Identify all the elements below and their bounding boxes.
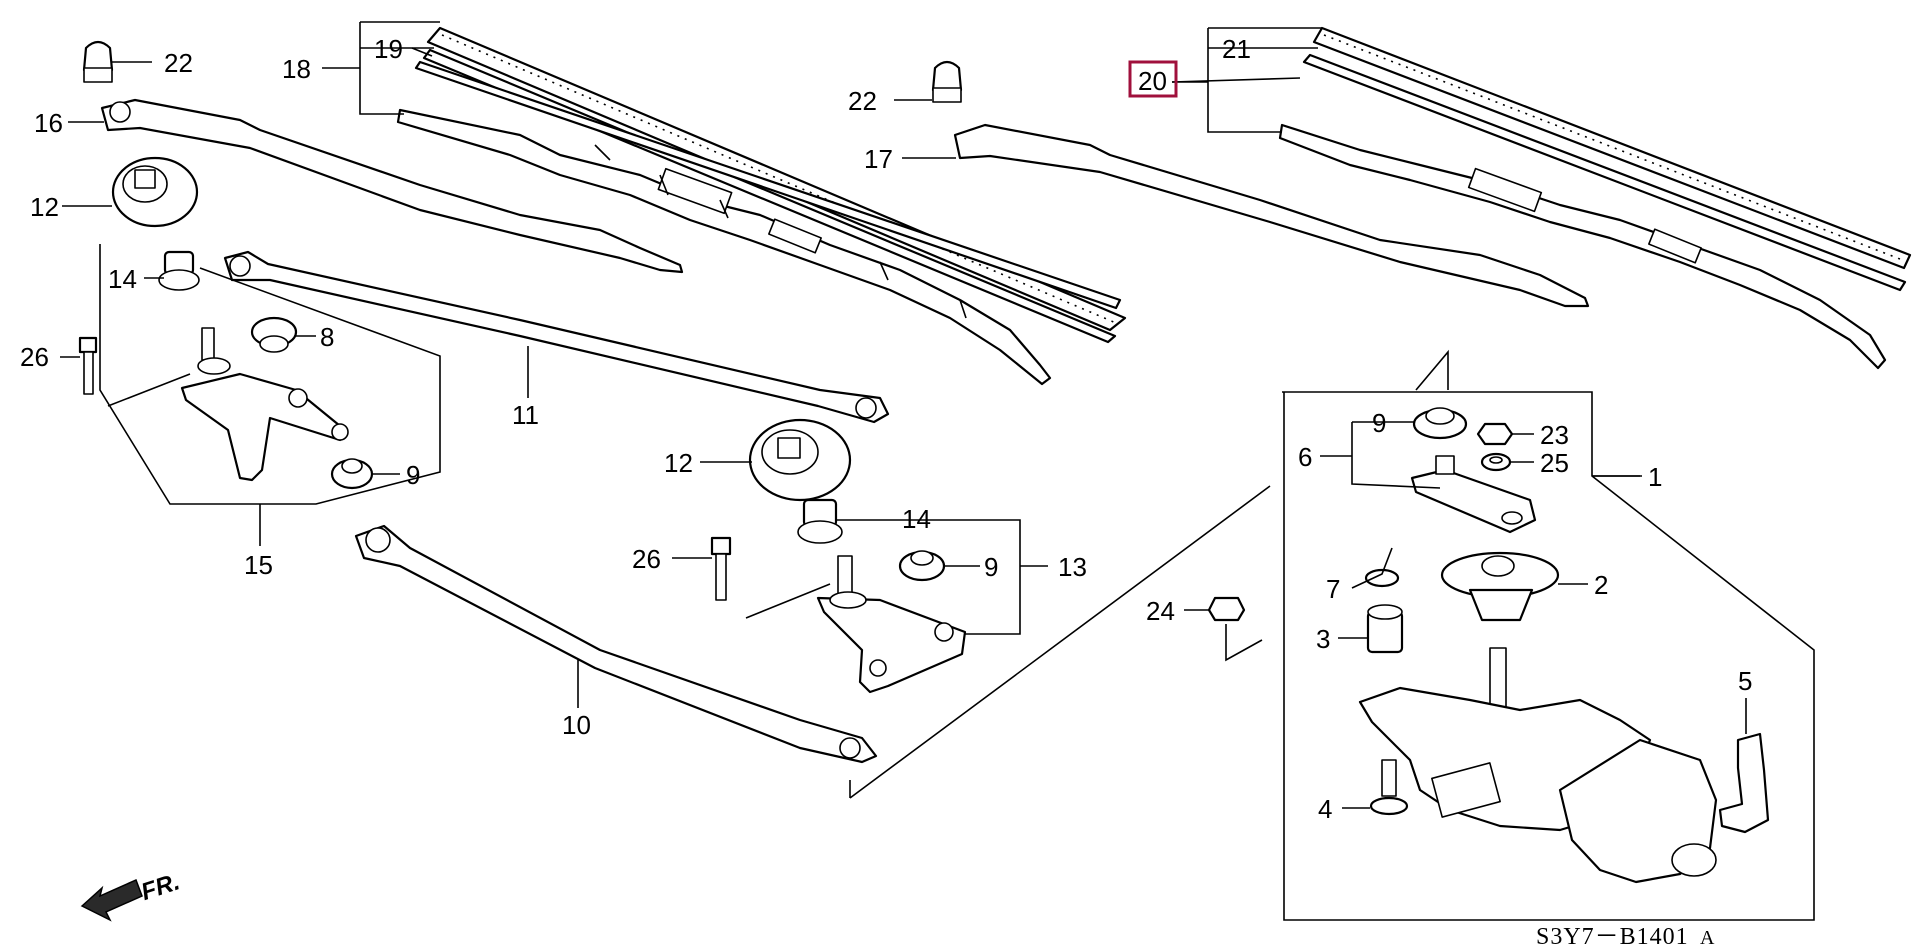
bushing-center[interactable] bbox=[797, 498, 843, 544]
callout-26-left[interactable]: 26 bbox=[20, 342, 49, 372]
washer-25[interactable] bbox=[1480, 452, 1512, 472]
callout-14-left[interactable]: 14 bbox=[108, 264, 137, 294]
callout-12-center[interactable]: 12 bbox=[664, 448, 693, 478]
callout-1[interactable]: 1 bbox=[1648, 462, 1662, 492]
reference-code: S3Y7－B1401 bbox=[1536, 924, 1689, 950]
pivot-assembly-left[interactable] bbox=[180, 327, 349, 482]
callout-12-left[interactable]: 12 bbox=[30, 192, 59, 222]
bolt-center[interactable] bbox=[710, 536, 732, 601]
callout-26-center[interactable]: 26 bbox=[632, 544, 661, 574]
clip-5[interactable] bbox=[1718, 732, 1770, 834]
callout-5[interactable]: 5 bbox=[1738, 666, 1752, 696]
nut-24[interactable] bbox=[1207, 596, 1246, 622]
nut-23[interactable] bbox=[1476, 422, 1514, 446]
callout-4[interactable]: 4 bbox=[1318, 794, 1332, 824]
callout-16[interactable]: 16 bbox=[34, 108, 63, 138]
collar-4[interactable] bbox=[1369, 759, 1409, 816]
reference-suffix: A bbox=[1700, 927, 1715, 949]
callout-15[interactable]: 15 bbox=[244, 550, 273, 580]
wiper-arm-right[interactable] bbox=[953, 123, 1590, 308]
callout-25[interactable]: 25 bbox=[1540, 448, 1569, 478]
callout-9-center[interactable]: 9 bbox=[984, 552, 998, 582]
callout-7[interactable]: 7 bbox=[1326, 574, 1340, 604]
callout-17[interactable]: 17 bbox=[864, 144, 893, 174]
cap-nut-left[interactable] bbox=[82, 40, 114, 83]
wiper-arm-left[interactable] bbox=[100, 98, 684, 274]
wiper-blade-left[interactable] bbox=[396, 26, 1127, 386]
callout-6[interactable]: 6 bbox=[1298, 442, 1312, 472]
pivot-cap-left[interactable] bbox=[111, 156, 199, 228]
callout-8[interactable]: 8 bbox=[320, 322, 334, 352]
callout-13[interactable]: 13 bbox=[1058, 552, 1087, 582]
front-indicator-text: FR. bbox=[138, 868, 183, 906]
highlight-box-20 bbox=[1128, 60, 1178, 98]
motor-bracket-6[interactable] bbox=[1410, 455, 1537, 534]
cap-nut-right[interactable] bbox=[931, 60, 963, 103]
callout-22-left[interactable]: 22 bbox=[164, 48, 193, 78]
callout-24[interactable]: 24 bbox=[1146, 596, 1175, 626]
link-rod-11[interactable] bbox=[223, 250, 890, 424]
callout-10[interactable]: 10 bbox=[562, 710, 591, 740]
front-arrow-icon bbox=[80, 878, 143, 922]
pivot-cap-center[interactable] bbox=[748, 418, 852, 502]
bolt-left[interactable] bbox=[78, 336, 98, 395]
callout-2[interactable]: 2 bbox=[1594, 570, 1608, 600]
grommet-9-motor[interactable] bbox=[1412, 407, 1468, 440]
pivot-assembly-center[interactable] bbox=[816, 555, 967, 694]
bushing-left[interactable] bbox=[158, 250, 200, 291]
callout-9-left[interactable]: 9 bbox=[406, 460, 420, 490]
link-rod-10[interactable] bbox=[354, 524, 878, 764]
motor-cap-2[interactable] bbox=[1440, 551, 1560, 622]
wiper-motor[interactable] bbox=[1358, 647, 1718, 884]
bushing-3[interactable] bbox=[1366, 604, 1404, 654]
callout-21[interactable]: 21 bbox=[1222, 34, 1251, 64]
grommet-8[interactable] bbox=[250, 316, 298, 353]
callout-labels: 22 16 12 14 26 8 9 15 18 19 11 22 17 20 … bbox=[20, 34, 1752, 824]
leader-lines bbox=[60, 21, 1815, 921]
callout-3[interactable]: 3 bbox=[1316, 624, 1330, 654]
washer-7[interactable] bbox=[1364, 568, 1400, 588]
grommet-9-left[interactable] bbox=[330, 458, 374, 490]
callout-23[interactable]: 23 bbox=[1540, 420, 1569, 450]
wiper-blade-right[interactable] bbox=[1278, 26, 1912, 370]
callout-9-motor[interactable]: 9 bbox=[1372, 408, 1386, 438]
callout-11[interactable]: 11 bbox=[512, 400, 539, 430]
callout-22-right[interactable]: 22 bbox=[848, 86, 877, 116]
callout-19[interactable]: 19 bbox=[374, 34, 403, 64]
callout-14-center[interactable]: 14 bbox=[902, 504, 931, 534]
callout-20[interactable]: 20 bbox=[1138, 66, 1167, 96]
callout-18[interactable]: 18 bbox=[282, 54, 311, 84]
grommet-9-center[interactable] bbox=[898, 550, 946, 582]
